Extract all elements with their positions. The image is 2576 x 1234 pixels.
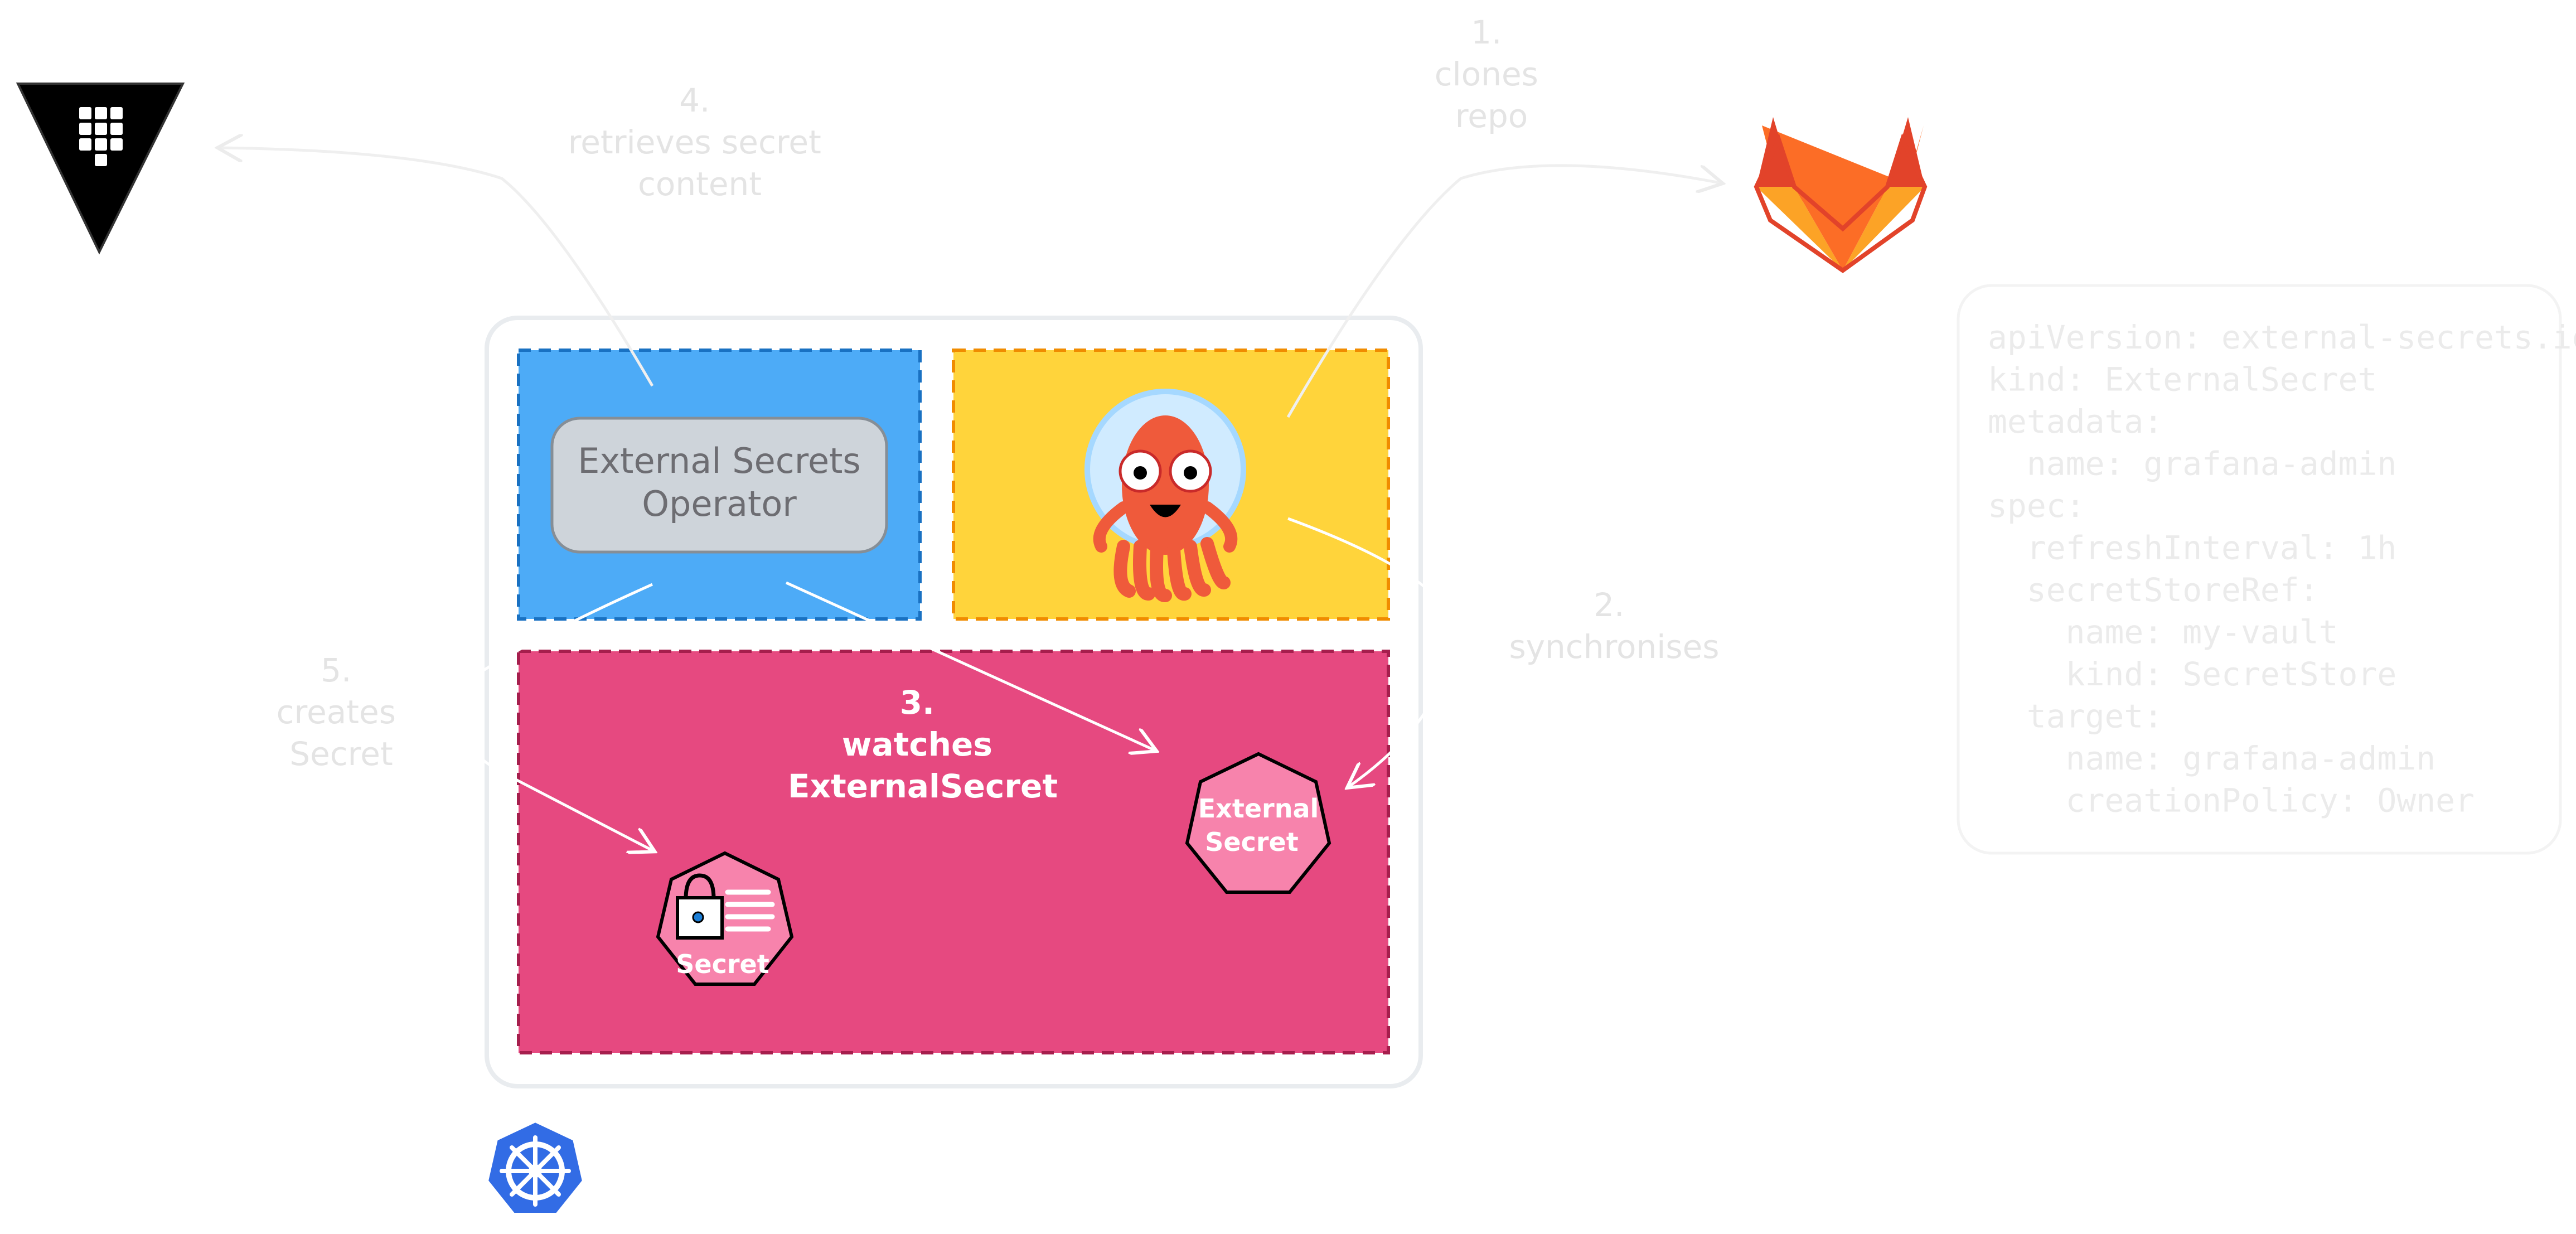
operator-label-line1: External Secrets (578, 441, 860, 481)
vault-logo-icon (16, 83, 185, 255)
manifest-line: name: grafana-admin (1988, 445, 2396, 483)
gitlab-logo-icon (1754, 117, 1928, 273)
external-secrets-operator: External Secrets Operator (550, 417, 888, 554)
external-secret-line1: External (1198, 793, 1319, 824)
arrow-creates-secret (449, 583, 652, 850)
manifest-line: kind: ExternalSecret (1988, 361, 2377, 399)
arrow-retrieves-secret (220, 148, 654, 387)
step5-label: 5. creates Secret (277, 651, 406, 773)
arrow-clones-repo (1286, 164, 1720, 418)
externalsecret-manifest: apiVersion: external-secrets.io/v1 kind: … (1957, 284, 2576, 855)
manifest-line: spec: (1988, 487, 2085, 525)
secret-label: Secret (676, 949, 769, 979)
step3-label: 3. watches ExternalSecret (788, 684, 1058, 805)
argo-mascot-icon (1084, 389, 1246, 602)
external-secret-line2: Secret (1205, 827, 1298, 857)
manifest-line: refreshInterval: 1h (1988, 529, 2396, 567)
secret-node: Secret (656, 851, 794, 986)
manifest-line: kind: SecretStore (1988, 655, 2396, 693)
manifest-code: apiVersion: external-secrets.io/v1 kind: … (1988, 318, 2576, 820)
manifest-line: apiVersion: external-secrets.io/v1 (1988, 318, 2576, 356)
manifest-line: name: grafana-admin (1988, 739, 2435, 777)
arrow-synchronises (1287, 517, 1457, 786)
external-secret-node: External Secret (1185, 752, 1331, 894)
manifest-line: target: (1988, 698, 2163, 735)
padlock-icon (676, 873, 724, 940)
step4-label: 4. retrieves secret content (568, 81, 832, 203)
kubernetes-logo-icon (485, 1119, 586, 1216)
manifest-line: name: my-vault (1988, 613, 2338, 651)
manifest-line: secretStoreRef: (1988, 571, 2319, 609)
step1-label: 1. clones repo (1435, 13, 1549, 135)
arrow-watches-externalsecret (785, 581, 1154, 750)
manifest-line: creationPolicy: Owner (1988, 782, 2475, 820)
operator-label-line2: Operator (642, 483, 797, 524)
step2-label: 2. synchronises (1509, 586, 1720, 666)
manifest-line: metadata: (1988, 403, 2163, 441)
